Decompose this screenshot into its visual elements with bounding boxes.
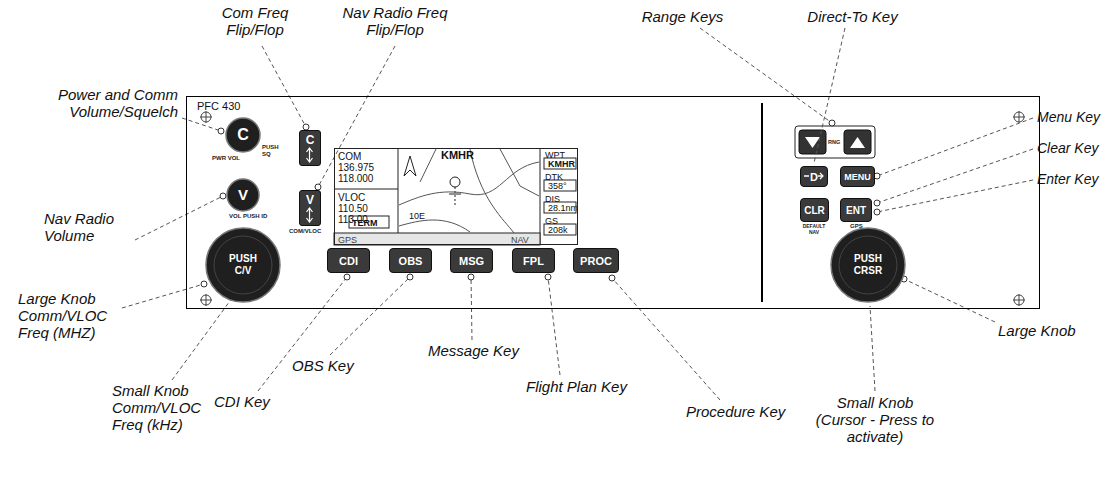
knob-body: [226, 118, 260, 152]
crsr-knob: PUSH CRSR: [830, 227, 906, 303]
knob-body: [206, 228, 280, 302]
display-graphics: [334, 148, 576, 245]
key-marking: RNG: [828, 139, 840, 145]
key-marking: VOL PUSH ID: [229, 213, 267, 220]
term-indicator: TERM: [352, 218, 378, 228]
screw-holes: [200, 111, 1025, 306]
power-volume-knob: C: [225, 117, 261, 153]
callout-label: Large Knob: [998, 322, 1076, 339]
obs-key: OBS: [389, 248, 432, 273]
clr-key: CLR: [800, 198, 829, 222]
field-name: DIS: [545, 194, 560, 204]
callout-label: Small Knob Comm/VLOC Freq (kHz): [112, 382, 220, 433]
com-vloc-knob: PUSH C/V: [205, 227, 281, 303]
callout-label: Range Keys: [625, 8, 740, 25]
nav-indicator: NAV: [511, 235, 529, 245]
key-marking: DEFAULT NAV: [798, 224, 830, 235]
field-value: 358°: [548, 181, 567, 191]
key-legend: CDI: [339, 255, 358, 267]
msg-key: MSG: [450, 248, 493, 273]
key-legend: D: [810, 171, 818, 183]
callout-label: Com Freq Flip/Flop: [205, 4, 305, 38]
key-legend: C: [237, 129, 249, 141]
key-legend: OBS: [399, 255, 423, 267]
callout-label: Procedure Key: [686, 403, 785, 420]
map-waypoint: KMHR: [441, 149, 474, 161]
fpl-key: FPL: [512, 248, 555, 273]
key-legend: PUSH CRSR: [848, 253, 888, 277]
nav-flip-flop-key: V: [299, 190, 321, 226]
field-name: DTK: [545, 172, 563, 182]
callout-label: Nav Radio Volume: [44, 210, 136, 244]
callout-label: Nav Radio Freq Flip/Flop: [335, 4, 455, 38]
field-name: WPT: [545, 150, 565, 160]
menu-key: MENU: [840, 166, 875, 187]
com-frequencies: COM 136.975 118.000: [338, 151, 394, 184]
callout-label: Flight Plan Key: [526, 378, 627, 395]
com-flip-flop-key: C: [299, 130, 321, 166]
key-legend: FPL: [523, 255, 544, 267]
callout-label: Power and Comm Volume/Squelch: [10, 86, 178, 120]
callout-label: Small Knob (Cursor - Press to activate): [812, 394, 938, 445]
key-legend: CLR: [804, 205, 825, 216]
key-marking: GPS: [850, 223, 863, 230]
panel-divider: [761, 103, 763, 302]
key-legend: PUSH C/V: [223, 253, 263, 277]
knob-inner-ring: [214, 236, 272, 294]
key-legend: C: [306, 133, 315, 147]
ent-key: ENT: [840, 198, 872, 222]
flip-flop-arrow: [300, 147, 319, 163]
callout-label: Large Knob Comm/VLOC Freq (MHZ): [18, 290, 124, 341]
map-label: 10E: [409, 211, 425, 221]
key-legend: MENU: [844, 172, 871, 182]
model-name: PFC 430: [197, 100, 240, 112]
indicator-dots: [201, 120, 907, 287]
nav-volume-knob: V: [226, 178, 260, 212]
field-name: GS: [545, 216, 558, 226]
field-value: KMHR: [548, 159, 575, 169]
knob-body: [831, 228, 905, 302]
knob-inner-ring: [839, 236, 897, 294]
key-legend: PROC: [580, 255, 612, 267]
leader-lines: [122, 28, 1033, 400]
field-value: 28.1nm: [548, 203, 578, 213]
gps-indicator: GPS: [338, 235, 357, 245]
callout-label: Direct-To Key: [785, 8, 920, 25]
range-keys: [795, 126, 875, 158]
key-marking: PUSH SQ: [262, 144, 280, 157]
key-legend: V: [238, 189, 248, 201]
callout-label: Enter Key: [1037, 171, 1098, 187]
key-marking: COM/VLOC: [289, 228, 321, 235]
key-legend: MSG: [459, 255, 484, 267]
proc-key: PROC: [573, 248, 619, 273]
knob-body: [227, 179, 259, 211]
panel-face: [186, 96, 1040, 309]
cdi-key: CDI: [327, 248, 370, 273]
bezel-panel: PFC 430C C COM 136.975 118.000VLOC 110.50 …: [186, 96, 1040, 309]
callout-label: Message Key: [428, 342, 519, 359]
key-legend: ENT: [846, 205, 866, 216]
direct-to-key: D: [800, 166, 828, 187]
display-screen: COM 136.975 118.000VLOC 110.50 113.00TER…: [334, 148, 578, 245]
flip-flop-arrow: [300, 207, 319, 223]
callout-label: Menu Key: [1037, 109, 1100, 125]
callout-label: OBS Key: [292, 357, 354, 374]
key-marking: PWR VOL: [212, 155, 240, 162]
callout-label: Clear Key: [1037, 140, 1098, 156]
callout-label: CDI Key: [214, 393, 270, 410]
field-value: 208k: [548, 225, 568, 235]
key-legend: V: [306, 193, 314, 207]
